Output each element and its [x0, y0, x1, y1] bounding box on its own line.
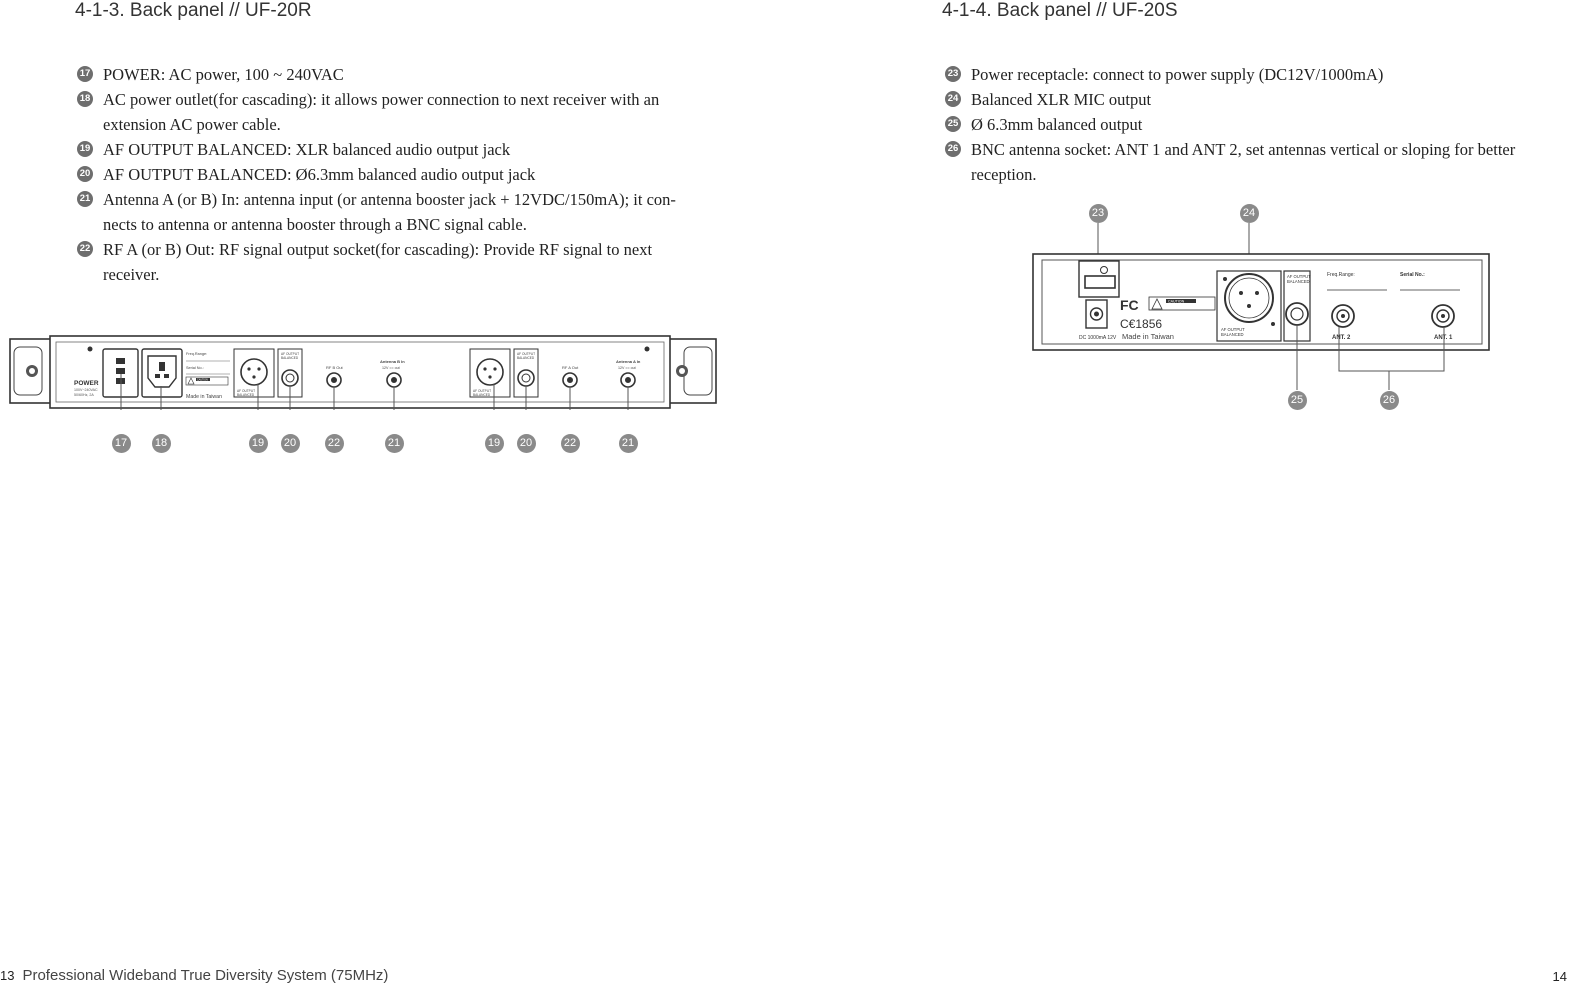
callout-badge: 20: [280, 433, 300, 453]
svg-text:12V == out: 12V == out: [618, 366, 636, 370]
callout-badge: 19: [484, 433, 504, 453]
list-item: 23 Power receptacle: connect to power sup…: [945, 62, 1555, 87]
item-number-badge: 18: [77, 91, 93, 107]
callout-badge: 19: [248, 433, 268, 453]
right-description-list: 23 Power receptacle: connect to power sup…: [945, 62, 1555, 187]
left-heading: 4-1-3. Back panel // UF-20R: [75, 0, 312, 21]
item-number-badge: 19: [77, 141, 93, 157]
item-text-line: nects to antenna or antenna booster thro…: [103, 215, 527, 234]
item-number-badge: 22: [77, 241, 93, 257]
callout-badge: 25: [1287, 390, 1307, 410]
svg-text:BALANCED: BALANCED: [517, 356, 535, 360]
item-number-badge: 26: [945, 141, 961, 157]
svg-text:AF OUTPUT: AF OUTPUT: [281, 352, 299, 356]
item-text-line: Power receptacle: connect to power suppl…: [971, 65, 1384, 84]
item-number-badge: 20: [77, 166, 93, 182]
uf20r-back-panel: POWER 100V~240VAC 50/60Hz, 2A Freq.Range…: [9, 335, 717, 410]
callout-badge: 17: [111, 433, 131, 453]
item-number-badge: 23: [945, 66, 961, 82]
item-text-line: receiver.: [103, 265, 160, 284]
item-text-line: POWER: AC power, 100 ~ 240VAC: [103, 65, 344, 84]
svg-text:BALANCED: BALANCED: [473, 393, 491, 397]
fc-mark: FC: [1120, 297, 1139, 313]
left-footer: 13 Professional Wideband True Diversity S…: [0, 967, 388, 984]
item-text-line: reception.: [971, 165, 1037, 184]
callout-badge: 24: [1239, 203, 1259, 223]
caution-label-s: CAUTION: [1168, 300, 1185, 304]
footer-title: Professional Wideband True Diversity Sys…: [22, 967, 389, 984]
svg-text:BALANCED: BALANCED: [237, 393, 255, 397]
svg-text:AF OUTPUT: AF OUTPUT: [517, 352, 535, 356]
callout-badge: 21: [618, 433, 638, 453]
svg-text:BALANCED: BALANCED: [1221, 332, 1244, 337]
list-item: 21 Antenna A (or B) In: antenna input (or…: [77, 187, 737, 237]
freq-range-label: Freq.Range:: [186, 352, 207, 356]
svg-text:12V == out: 12V == out: [382, 366, 400, 370]
list-item: 22 RF A (or B) Out: RF signal output sock…: [77, 237, 737, 287]
uf20s-back-panel: DC 1000mA 12V FC CAUTION C€1856 Made in …: [1032, 223, 1490, 390]
callout-badge: 21: [384, 433, 404, 453]
serial-label: Serial No.:: [186, 366, 204, 370]
voltage-label: 100V~240VAC: [74, 388, 98, 392]
callout-badge: 22: [324, 433, 344, 453]
svg-text:AF OUTPUT: AF OUTPUT: [237, 389, 255, 393]
svg-text:RF A Out: RF A Out: [562, 365, 579, 370]
item-number-badge: 24: [945, 91, 961, 107]
svg-text:RF B Out: RF B Out: [326, 365, 344, 370]
item-text-line: Antenna A (or B) In: antenna input (or a…: [103, 190, 676, 209]
power-label: POWER: [74, 380, 99, 387]
ce-mark: C€1856: [1120, 317, 1162, 331]
callout-badge: 23: [1088, 203, 1108, 223]
item-text-line: extension AC power cable.: [103, 115, 281, 134]
list-item: 19 AF OUTPUT BALANCED: XLR balanced audio…: [77, 137, 737, 162]
item-number-badge: 25: [945, 116, 961, 132]
ant2-label: ANT. 2: [1332, 335, 1351, 341]
item-text-line: AF OUTPUT BALANCED: XLR balanced audio o…: [103, 140, 511, 159]
svg-text:Freq.Range:: Freq.Range:: [1327, 272, 1355, 278]
callout-badge: 18: [151, 433, 171, 453]
dc-label: DC 1000mA 12V: [1079, 335, 1117, 341]
svg-text:BALANCED: BALANCED: [1287, 279, 1310, 284]
item-text-line: RF A (or B) Out: RF signal output socket…: [103, 240, 653, 259]
list-item: 26 BNC antenna socket: ANT 1 and ANT 2, s…: [945, 137, 1555, 187]
list-item: 17 POWER: AC power, 100 ~ 240VAC: [77, 62, 737, 87]
callout-badge: 20: [516, 433, 536, 453]
item-text-line: Balanced XLR MIC output: [971, 90, 1152, 109]
list-item: 24 Balanced XLR MIC output: [945, 87, 1555, 112]
right-page-number: 14: [1552, 969, 1567, 984]
svg-text:Antenna B In: Antenna B In: [380, 359, 405, 364]
left-description-list: 17 POWER: AC power, 100 ~ 240VAC 18 AC powe…: [77, 62, 737, 287]
list-item: 18 AC power outlet(for cascading): it all…: [77, 87, 737, 137]
svg-text:BALANCED: BALANCED: [281, 356, 299, 360]
callout-badge: 22: [560, 433, 580, 453]
item-text-line: AC power outlet(for cascading): it allow…: [103, 90, 660, 109]
item-number-badge: 21: [77, 191, 93, 207]
list-item: 20 AF OUTPUT BALANCED: Ø6.3mm balanced au…: [77, 162, 737, 187]
svg-text:Antenna A In: Antenna A In: [616, 359, 641, 364]
item-text-line: BNC antenna socket: ANT 1 and ANT 2, set…: [971, 140, 1516, 159]
item-number-badge: 17: [77, 66, 93, 82]
svg-text:AF OUTPUT: AF OUTPUT: [473, 389, 491, 393]
list-item: 25 Ø 6.3mm balanced output: [945, 112, 1555, 137]
item-text-line: AF OUTPUT BALANCED: Ø6.3mm balanced audi…: [103, 165, 536, 184]
hz-label: 50/60Hz, 2A: [74, 393, 94, 397]
made-in-taiwan-r: Made in Taiwan: [186, 394, 222, 400]
callout-badge: 26: [1379, 390, 1399, 410]
svg-text:Serial No.:: Serial No.:: [1400, 272, 1425, 278]
right-heading: 4-1-4. Back panel // UF-20S: [942, 0, 1178, 21]
caution-label-r: CAUTION: [197, 379, 208, 382]
svg-text:AF OUTPUT: AF OUTPUT: [1287, 274, 1311, 279]
made-in-taiwan-s: Made in Taiwan: [1122, 332, 1174, 341]
item-text-line: Ø 6.3mm balanced output: [971, 115, 1143, 134]
svg-text:AF OUTPUT: AF OUTPUT: [1221, 327, 1245, 332]
left-page-number: 13: [0, 968, 15, 983]
